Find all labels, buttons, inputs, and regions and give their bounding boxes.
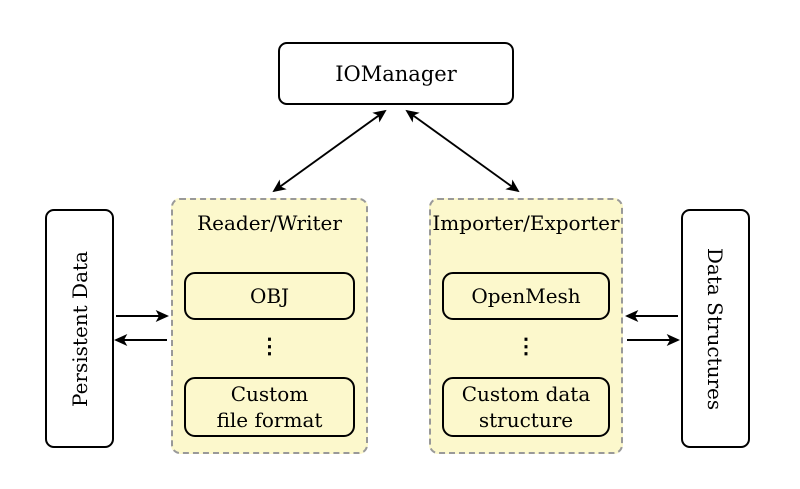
iomanager-node: IOManager	[278, 42, 514, 105]
openmesh-label: OpenMesh	[471, 284, 581, 308]
edge-iomanager-readerwriter	[272, 109, 387, 193]
importer-exporter-ellipsis: ⋮	[515, 333, 537, 358]
persistent-data-label: Persistent Data	[67, 250, 92, 407]
importer-exporter-title: Importer/Exporter	[432, 211, 620, 235]
iomanager-label: IOManager	[335, 61, 457, 86]
reader-writer-title: Reader/Writer	[197, 211, 342, 235]
data-structures-label: Data Structures	[703, 247, 728, 410]
reader-writer-ellipsis: ⋮	[259, 333, 280, 358]
custom-file-format-label: Custom file format	[216, 382, 323, 432]
importer-exporter-container: Importer/Exporter OpenMesh ⋮ Custom data…	[429, 198, 623, 454]
reader-writer-container: Reader/Writer OBJ ⋮ Custom file format	[171, 198, 368, 454]
custom-data-structure-label: Custom data structure	[461, 382, 591, 432]
custom-data-structure-node: Custom data structure	[442, 377, 610, 437]
obj-node: OBJ	[184, 272, 355, 320]
edge-iomanager-importerexporter	[405, 109, 520, 193]
data-structures-node: Data Structures	[681, 209, 750, 448]
persistent-data-node: Persistent Data	[45, 209, 114, 448]
obj-label: OBJ	[249, 284, 290, 308]
openmesh-node: OpenMesh	[442, 272, 610, 320]
custom-file-format-node: Custom file format	[184, 377, 355, 437]
